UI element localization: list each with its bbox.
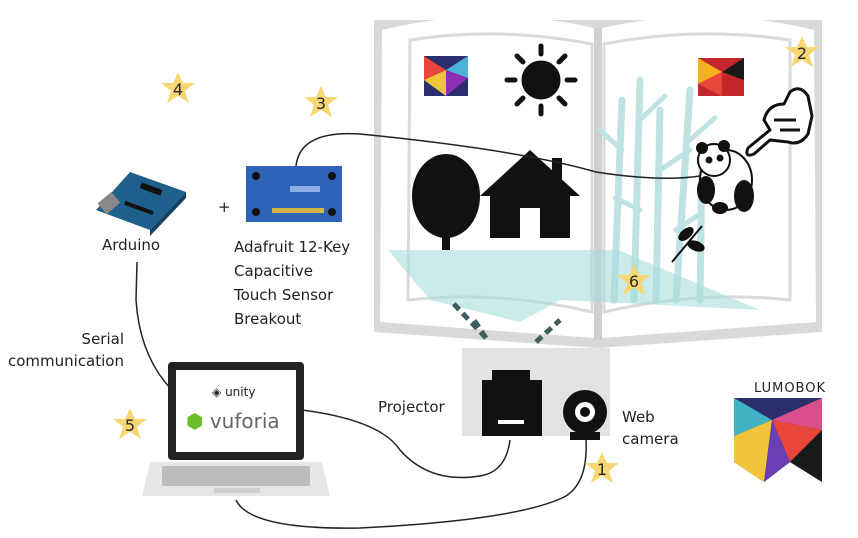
vuforia-logo: ⬢ vuforia: [186, 409, 280, 433]
arduino-board: [96, 172, 186, 236]
sensor-wire: [295, 132, 701, 179]
projector-wire: [301, 409, 511, 479]
lumobok-logo-text: LUMOBOK: [754, 381, 827, 396]
unity-icon: ◈: [212, 385, 222, 399]
webcam-icon: [563, 390, 607, 440]
laptop-icon: [142, 362, 330, 496]
leaf-icon: [671, 225, 705, 263]
badge-5: 5: [110, 406, 150, 446]
tree-icon: [412, 154, 480, 250]
sun-icon: [504, 43, 578, 117]
sensor-label-line4: Breakout: [234, 310, 302, 328]
camera-wire: [235, 439, 587, 529]
plus-sign: +: [218, 198, 231, 216]
arduino-label: Arduino: [102, 236, 161, 254]
sensor-label-line3: Touch Sensor: [234, 286, 334, 304]
badge-6: 6: [614, 262, 654, 302]
badge-4: 4: [158, 70, 198, 110]
webcam-label-line1: Web: [622, 408, 655, 426]
badge-1: 1: [582, 450, 622, 490]
book-logo-left: [424, 56, 468, 96]
projection-beam: [388, 250, 760, 322]
projector-icon: [450, 300, 562, 436]
lumobok-logo: [734, 398, 822, 482]
panda-icon: [696, 140, 754, 214]
projector-label: Projector: [378, 398, 445, 416]
badge-2: 2: [782, 34, 822, 74]
book-logo-right: [698, 58, 744, 96]
serial-label-line2: communication: [7, 352, 124, 370]
webcam-label-line2: camera: [622, 430, 679, 448]
badge-3: 3: [301, 84, 341, 124]
vuforia-icon: ⬢: [186, 409, 204, 433]
sensor-label-line2: Capacitive: [234, 262, 313, 280]
touch-sensor-board: [246, 166, 342, 222]
hand-icon: [745, 87, 814, 157]
sensor-label-line1: Adafruit 12-Key: [234, 238, 351, 256]
house-icon: [480, 150, 580, 238]
unity-logo: ◈ unity: [212, 385, 256, 399]
serial-wire: [135, 261, 177, 395]
serial-label-line1: Serial: [81, 330, 124, 348]
